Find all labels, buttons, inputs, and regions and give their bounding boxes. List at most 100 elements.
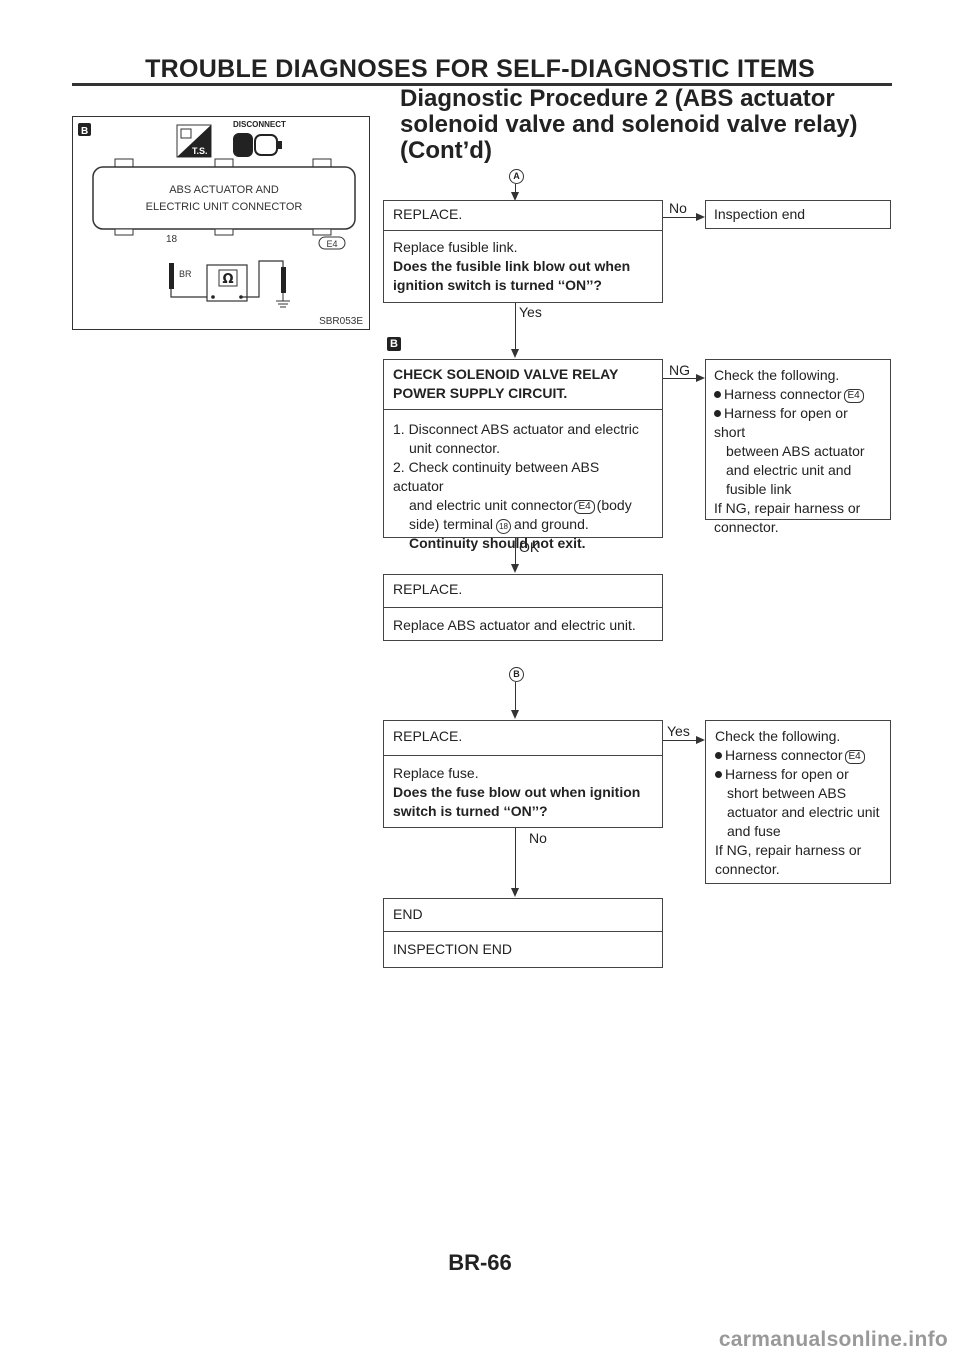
- result-text: fusible link: [726, 481, 792, 497]
- step-text-part: side) terminal: [409, 516, 494, 532]
- flow-line: [515, 184, 516, 193]
- step-box-replace-fuse: REPLACE. Replace fuse. Does the fuse blo…: [383, 720, 663, 828]
- step-text-part: (body: [596, 497, 632, 513]
- result-text: Check the following.: [715, 728, 841, 744]
- result-text: and electric unit and: [726, 462, 852, 478]
- step-text: INSPECTION END: [393, 941, 513, 957]
- result-text: actuator and electric unit: [727, 804, 880, 820]
- result-text: Harness for open or short: [714, 405, 848, 440]
- arrow-down-icon: [511, 349, 519, 358]
- step-box-replace-fusible-link: REPLACE. Replace fusible link. Does the …: [383, 200, 663, 303]
- svg-text:B: B: [81, 126, 88, 137]
- branch-label-ok: OK: [519, 539, 540, 555]
- procedure-title: Diagnostic Procedure 2 (ABS actuator sol…: [400, 86, 900, 164]
- step-body: Replace fuse. Does the fuse blow out whe…: [384, 756, 662, 828]
- connector-tag: E4: [574, 500, 595, 514]
- step-text: Replace fusible link.: [393, 239, 518, 255]
- result-text: If NG, repair harness or: [714, 500, 861, 516]
- connector-marker-a: A: [509, 169, 524, 184]
- step-text: unit connector.: [409, 440, 501, 456]
- flow-line: [515, 303, 516, 350]
- branch-label-ng: NG: [669, 362, 690, 378]
- flow-line: [515, 828, 516, 888]
- branch-label-yes: Yes: [519, 304, 542, 320]
- result-text: Harness connector: [724, 386, 842, 402]
- branch-label-no: No: [669, 200, 687, 216]
- connector-tag: E4: [844, 750, 865, 764]
- procedure-title-line: solenoid valve and solenoid valve relay): [400, 111, 858, 138]
- figure-id: SBR053E: [319, 316, 363, 327]
- arrow-down-icon: [511, 710, 519, 719]
- arrow-right-icon: [696, 736, 705, 744]
- result-item: Harness for open or short: [714, 404, 882, 442]
- result-item: Harness for open or: [715, 765, 881, 784]
- step-text: Replace ABS actuator and electric unit.: [393, 617, 636, 633]
- step-text: Replace fuse.: [393, 765, 479, 781]
- flow-line: [663, 378, 696, 379]
- step-heading-line: POWER SUPPLY CIRCUIT.: [393, 385, 568, 401]
- terminal-marker: 18: [496, 519, 512, 534]
- flow-line: [515, 538, 516, 564]
- result-text: and fuse: [727, 823, 781, 839]
- step-text: 2. Check continuity between ABS actuator: [393, 459, 600, 494]
- step-heading-line: CHECK SOLENOID VALVE RELAY: [393, 366, 619, 382]
- connector-diagram: B T.S. DISCONNECT ABS ACTUATOR AND ELECT…: [72, 116, 370, 330]
- branch-label-no: No: [529, 830, 547, 846]
- arrow-down-icon: [511, 888, 519, 897]
- ohmmeter: BR Ω: [169, 260, 290, 308]
- step-question: ignition switch is turned ‘‘ON’’?: [393, 277, 602, 293]
- arrow-right-icon: [696, 213, 705, 221]
- step-heading: REPLACE.: [384, 201, 662, 231]
- svg-text:ELECTRIC UNIT CONNECTOR: ELECTRIC UNIT CONNECTOR: [146, 201, 303, 213]
- result-text: connector.: [715, 861, 780, 877]
- ts-icon: T.S.: [176, 124, 212, 158]
- step-body: 1. Disconnect ABS actuator and electric …: [384, 410, 662, 560]
- page-number: BR-66: [448, 1250, 512, 1275]
- branch-label-yes: Yes: [667, 723, 690, 739]
- flow-line: [515, 682, 516, 710]
- result-text: Check the following.: [714, 367, 840, 383]
- bullet-icon: [714, 391, 721, 398]
- procedure-title-line: Diagnostic Procedure 2 (ABS actuator: [400, 85, 835, 112]
- step-heading: CHECK SOLENOID VALVE RELAY POWER SUPPLY …: [384, 360, 662, 410]
- step-requirement: Continuity should not exit.: [409, 535, 586, 551]
- bullet-icon: [715, 752, 722, 759]
- result-text: connector.: [714, 519, 779, 535]
- step-box-check-relay-circuit: CHECK SOLENOID VALVE RELAY POWER SUPPLY …: [383, 359, 663, 551]
- header-rule: [72, 83, 892, 86]
- result-text: short between ABS: [727, 785, 847, 801]
- step-text: 1. Disconnect ABS actuator and electric: [393, 421, 639, 437]
- result-text: Harness for open or: [725, 766, 849, 782]
- flow-line: [663, 217, 696, 218]
- bullet-icon: [715, 771, 722, 778]
- step-box-end: END INSPECTION END: [383, 898, 663, 968]
- step-text-part: and ground.: [514, 516, 589, 532]
- section-b-icon: [78, 123, 91, 136]
- step-question: Does the fusible link blow out when: [393, 258, 631, 274]
- step-heading: REPLACE.: [384, 575, 662, 608]
- connector-body: ABS ACTUATOR AND ELECTRIC UNIT CONNECTOR: [92, 158, 356, 236]
- svg-text:T.S.: T.S.: [192, 146, 208, 156]
- section-header: TROUBLE DIAGNOSES FOR SELF-DIAGNOSTIC IT…: [145, 55, 815, 83]
- result-box-inspection-end: Inspection end: [705, 200, 891, 229]
- svg-text:BR: BR: [179, 269, 192, 279]
- svg-text:ABS ACTUATOR AND: ABS ACTUATOR AND: [169, 184, 279, 196]
- connector-diagram-svg: B T.S. DISCONNECT ABS ACTUATOR AND ELECT…: [78, 120, 363, 327]
- connector-marker-b: B: [509, 667, 524, 682]
- section-b-icon: B: [387, 337, 401, 351]
- flow-line: [663, 740, 696, 741]
- svg-text:Ω: Ω: [222, 272, 233, 287]
- procedure-title-line: (Cont’d): [400, 137, 492, 164]
- connector-tag: E4: [843, 389, 864, 403]
- arrow-down-icon: [511, 192, 519, 201]
- step-question: switch is turned ‘‘ON’’?: [393, 803, 548, 819]
- connector-tag: E4: [318, 236, 346, 250]
- bullet-icon: [714, 410, 721, 417]
